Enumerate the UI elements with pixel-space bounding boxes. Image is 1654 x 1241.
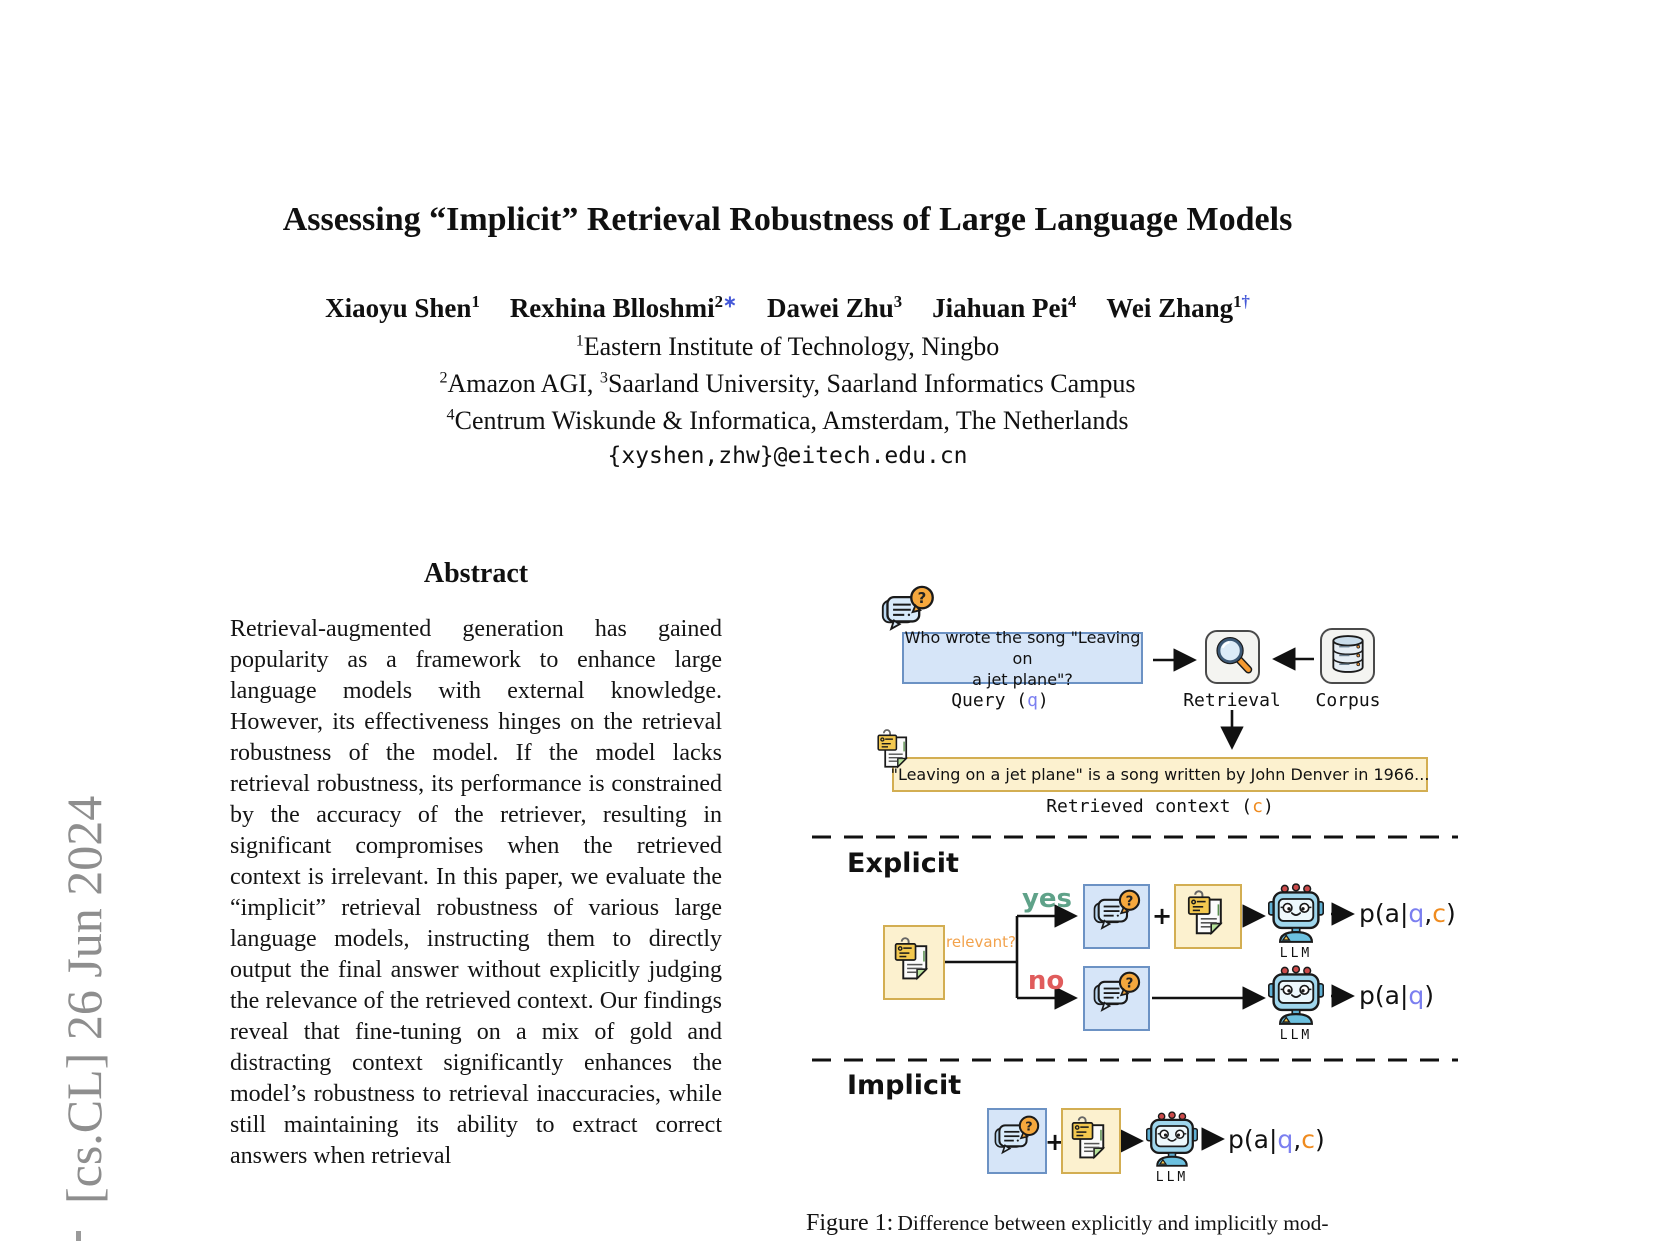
llm-robot-icon xyxy=(1146,1110,1198,1168)
abstract-text: Retrieval-augmented generation has gaine… xyxy=(230,616,722,1169)
figure-connectors xyxy=(812,647,1458,1153)
query-text: Who wrote the song "Leaving on a jet pla… xyxy=(904,627,1141,689)
figure-caption-text: Difference between explicitly and implic… xyxy=(897,1211,1329,1235)
yes-branch-label: yes xyxy=(1021,884,1073,914)
document-icon xyxy=(1068,1113,1114,1170)
retrieved-context-text: "Leaving on a jet plane" is a song writt… xyxy=(890,765,1430,784)
authors-line: Xiaoyu Shen1 Rexhina Blloshmi2∗ Dawei Zhu3… xyxy=(120,293,1455,324)
query-chat-box xyxy=(987,1108,1047,1174)
paper-title: Assessing “Implicit” Retrieval Robustnes… xyxy=(282,201,1293,238)
figure-caption: Figure 1: Difference between explicitly … xyxy=(806,1210,1461,1237)
figure-1: Who wrote the song "Leaving on a jet pla… xyxy=(810,552,1460,1214)
abstract-heading: Abstract xyxy=(423,558,529,589)
no-branch-label: no xyxy=(1027,966,1065,996)
output-p-a-q-c: p(a|q,c) xyxy=(1359,899,1456,928)
explicit-section-label: Explicit xyxy=(847,848,959,879)
plus-sign: + xyxy=(1045,1128,1066,1156)
relevant-question-label: relevant? xyxy=(946,933,1016,951)
document-icon xyxy=(1184,888,1232,945)
author: Xiaoyu Shen1 xyxy=(325,292,480,323)
arxiv-sidebar-text: [cs.CL] 26 Jun 2024 xyxy=(56,795,112,1204)
author: Jiahuan Pei4 xyxy=(932,292,1077,323)
llm-robot-icon xyxy=(1268,882,1324,944)
chat-question-icon xyxy=(993,1115,1041,1168)
query-label: Query (q) xyxy=(951,690,1049,711)
retrieved-context-label: Retrieved context (c) xyxy=(1046,796,1274,817)
query-box: Who wrote the song "Leaving on a jet pla… xyxy=(902,628,1143,689)
llm-label: LLM xyxy=(1279,1028,1313,1043)
retrieval-box xyxy=(1205,630,1260,684)
author: Rexhina Blloshmi2∗ xyxy=(509,292,738,323)
corpus-box xyxy=(1320,628,1375,684)
affiliation-line: 2Amazon AGI, 3Saarland University, Saarl… xyxy=(439,369,1136,398)
database-icon xyxy=(1326,631,1370,682)
explicit-context-doc-box xyxy=(883,925,945,1000)
figure-caption-label: Figure 1: xyxy=(806,1210,894,1236)
affiliation-line: 1Eastern Institute of Technology, Ningbo xyxy=(575,332,1000,361)
llm-label: LLM xyxy=(1155,1170,1189,1185)
llm-label: LLM xyxy=(1279,946,1313,961)
retrieval-label: Retrieval xyxy=(1183,690,1281,711)
corpus-label: Corpus xyxy=(1315,690,1381,711)
arxiv-text-cutoff-mark xyxy=(76,1231,81,1241)
retrieved-context-box: "Leaving on a jet plane" is a song writt… xyxy=(890,757,1430,792)
chat-question-icon xyxy=(1092,971,1142,1026)
implicit-section-label: Implicit xyxy=(847,1070,962,1101)
chat-question-icon xyxy=(1092,889,1142,944)
context-doc-box xyxy=(1174,884,1242,949)
output-p-a-q-c: p(a|q,c) xyxy=(1228,1125,1325,1154)
document-icon xyxy=(891,934,937,991)
author: Wei Zhang1† xyxy=(1106,292,1250,323)
query-chat-box xyxy=(1083,884,1150,949)
document-icon xyxy=(874,726,916,774)
plus-sign: + xyxy=(1152,902,1173,930)
context-doc-box xyxy=(1061,1108,1121,1174)
magnifier-icon xyxy=(1211,633,1255,682)
query-chat-box xyxy=(1083,966,1150,1031)
email-line: {xyshen,zhw}@eitech.edu.cn xyxy=(607,443,968,469)
chat-question-icon xyxy=(880,584,936,642)
affiliation-line: 4Centrum Wiskunde & Informatica, Amsterd… xyxy=(446,406,1129,435)
llm-robot-icon xyxy=(1268,964,1324,1026)
output-p-a-q: p(a|q) xyxy=(1359,981,1435,1010)
author: Dawei Zhu3 xyxy=(767,292,903,323)
